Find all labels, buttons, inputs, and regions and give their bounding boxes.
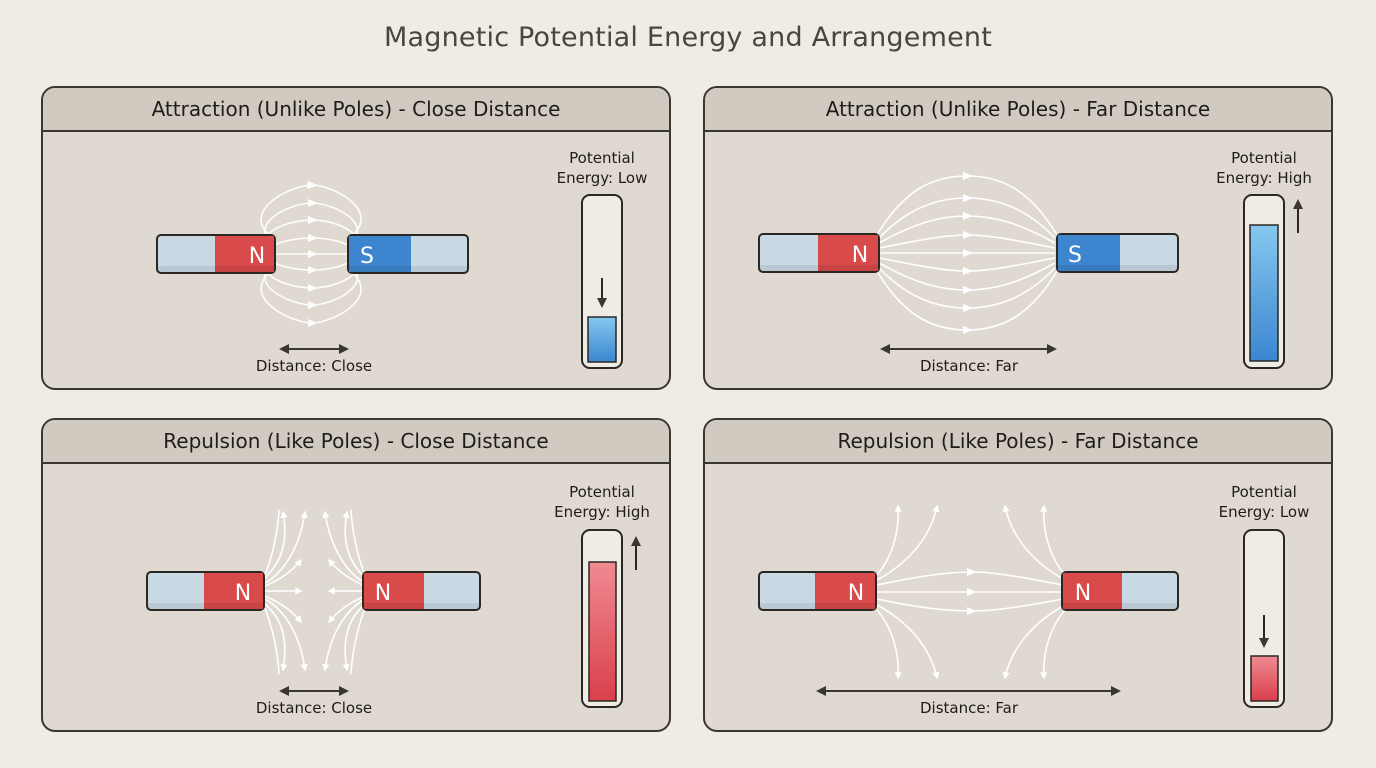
energy-gauge xyxy=(581,194,623,369)
field-lines xyxy=(264,509,366,675)
distance-label: Distance: Close xyxy=(255,357,373,375)
panel-attraction-far: Attraction (Unlike Poles) - Far Distance xyxy=(703,86,1333,390)
pole-label-south: S xyxy=(1068,243,1082,268)
pole-label-north: N xyxy=(235,581,251,606)
magnet-left: N xyxy=(146,571,265,611)
panel-repulsion-far: Repulsion (Like Poles) - Far Distance xyxy=(703,418,1333,732)
pole-label-north: N xyxy=(1075,581,1091,606)
page-title: Magnetic Potential Energy and Arrangemen… xyxy=(384,22,992,53)
magnet-left: N xyxy=(156,234,276,274)
panel-title: Repulsion (Like Poles) - Close Distance xyxy=(43,420,669,464)
energy-label-line1: Potential xyxy=(1231,149,1297,167)
energy-label-line1: Potential xyxy=(1231,483,1297,501)
energy-gauge xyxy=(581,529,641,708)
pole-label-north: N xyxy=(848,581,864,606)
energy-label-line1: Potential xyxy=(569,483,635,501)
energy-level-text: Energy: High xyxy=(554,503,650,521)
panel-attraction-close: Attraction (Unlike Poles) - Close Distan… xyxy=(41,86,671,390)
magnet-left: N xyxy=(758,571,877,611)
panel-title: Attraction (Unlike Poles) - Far Distance xyxy=(705,88,1331,132)
magnet-right: N xyxy=(1061,571,1179,611)
field-lines xyxy=(260,180,362,327)
distance-label: Distance: Close xyxy=(255,699,373,717)
repulsion-far-diagram: N N xyxy=(758,504,1285,708)
energy-label-line1: Potential xyxy=(569,149,635,167)
pole-label-north: N xyxy=(375,581,391,606)
panel-title: Repulsion (Like Poles) - Far Distance xyxy=(705,420,1331,464)
attraction-close-diagram: N S xyxy=(156,180,623,369)
field-lines xyxy=(876,172,1058,334)
attraction-far-diagram: N S xyxy=(758,172,1303,369)
energy-label: Potential Energy: Low xyxy=(542,148,662,188)
field-lines xyxy=(876,504,1066,680)
pole-label-north: N xyxy=(852,243,868,268)
magnet-right: S xyxy=(347,234,469,274)
magnet-right: N xyxy=(362,571,481,611)
pole-label-south: S xyxy=(360,244,374,269)
energy-label: Potential Energy: High xyxy=(1204,148,1324,188)
distance-label: Distance: Far xyxy=(919,699,1019,717)
energy-level-text: Energy: Low xyxy=(1218,503,1310,521)
repulsion-close-diagram: N N xyxy=(146,509,641,708)
distance-label: Distance: Far xyxy=(919,357,1019,375)
magnet-left: N xyxy=(758,233,880,273)
energy-gauge xyxy=(1243,194,1303,369)
energy-gauge xyxy=(1243,529,1285,708)
panel-title: Attraction (Unlike Poles) - Close Distan… xyxy=(43,88,669,132)
energy-label: Potential Energy: Low xyxy=(1204,482,1324,522)
pole-label-north: N xyxy=(249,244,265,269)
panel-repulsion-close: Repulsion (Like Poles) - Close Distance xyxy=(41,418,671,732)
energy-label: Potential Energy: High xyxy=(542,482,662,522)
energy-level-text: Energy: Low xyxy=(556,169,648,187)
magnet-right: S xyxy=(1056,233,1179,273)
energy-level-text: Energy: High xyxy=(1216,169,1312,187)
